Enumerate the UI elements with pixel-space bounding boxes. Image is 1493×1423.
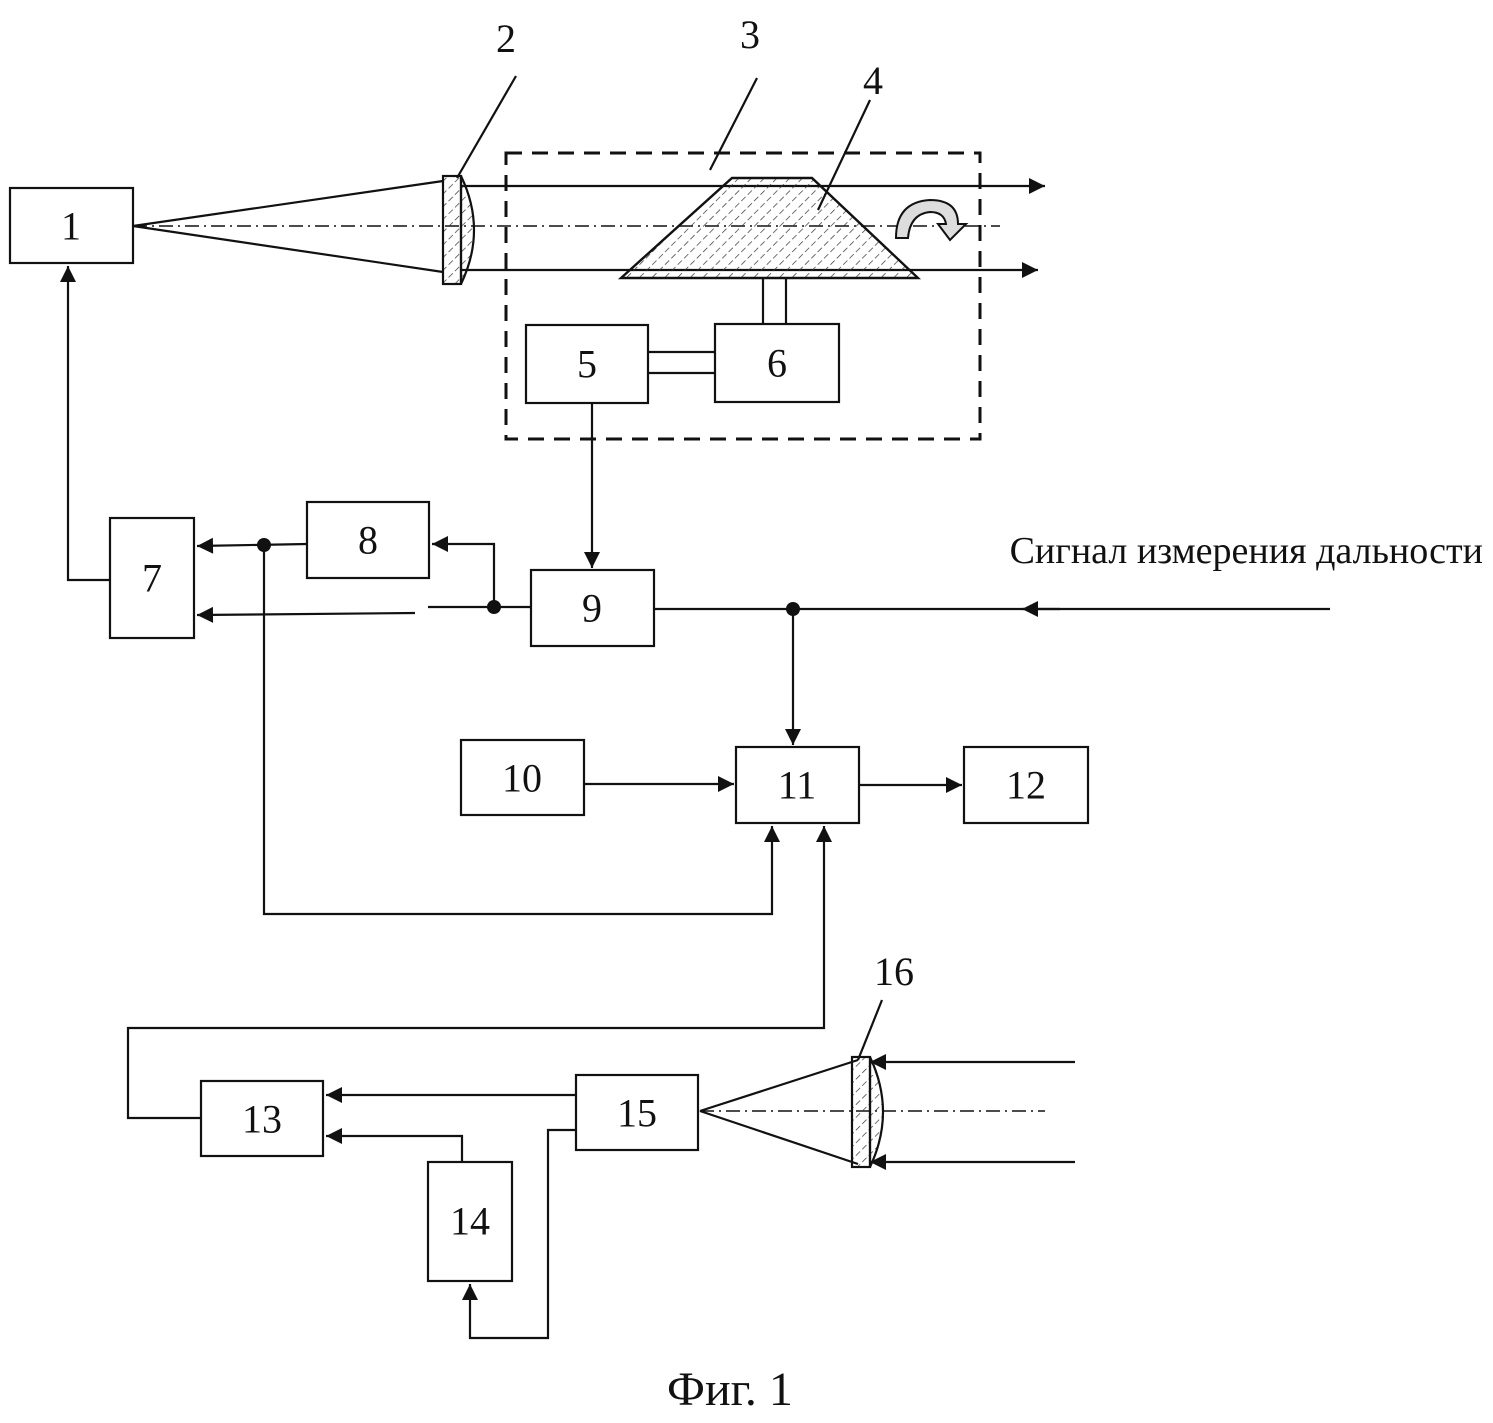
- rotation-arrow-icon: [896, 200, 966, 240]
- block-5: 5: [526, 325, 648, 403]
- block-8: 8: [307, 502, 429, 578]
- callout-3: 3: [740, 12, 760, 57]
- wire-7-to-1: [68, 266, 110, 580]
- beam-lower: [133, 226, 443, 272]
- rx-beam-upper: [700, 1060, 858, 1111]
- block-15-label: 15: [617, 1091, 657, 1136]
- block-12: 12: [964, 747, 1088, 823]
- callout-16: 16: [874, 949, 914, 994]
- block-10: 10: [461, 740, 584, 815]
- block-13-label: 13: [242, 1097, 282, 1142]
- block-1-label: 1: [61, 204, 81, 249]
- rx-beam-lower: [700, 1111, 858, 1164]
- prism-4: [621, 178, 918, 278]
- lens-2: [443, 176, 474, 284]
- callout-3-leader: [710, 78, 757, 170]
- block-11-label: 11: [778, 763, 817, 808]
- block-10-label: 10: [502, 756, 542, 801]
- wire-14-to-13: [326, 1136, 462, 1162]
- wire-13-to-11: [128, 826, 824, 1118]
- block-7: 7: [110, 518, 194, 638]
- wire-9-to-8: [432, 544, 494, 607]
- block-8-label: 8: [358, 518, 378, 563]
- wire-8-to-7: [197, 544, 307, 546]
- block-13: 13: [201, 1081, 323, 1156]
- beam-upper: [133, 181, 443, 226]
- block-9-label: 9: [582, 586, 602, 631]
- block-6-label: 6: [767, 341, 787, 386]
- block-7-label: 7: [142, 556, 162, 601]
- callout-2: 2: [496, 16, 516, 61]
- block-1: 1: [10, 188, 133, 263]
- wire-9-to-7-end: [197, 613, 415, 615]
- block-15: 15: [576, 1075, 698, 1150]
- callout-4: 4: [863, 58, 883, 103]
- callout-4-leader: [818, 100, 870, 210]
- block-9: 9: [531, 570, 654, 646]
- figure-caption: Фиг. 1: [667, 1363, 793, 1416]
- wire-8-to-11: [264, 545, 772, 914]
- callout-16-leader: [858, 1000, 882, 1060]
- block-6: 6: [715, 324, 839, 402]
- block-11: 11: [736, 747, 859, 823]
- block-5-label: 5: [577, 342, 597, 387]
- junction-9: [487, 600, 501, 614]
- block-12-label: 12: [1006, 763, 1046, 808]
- block-14: 14: [428, 1162, 512, 1281]
- lens-16: [852, 1057, 883, 1167]
- input-signal-label: Сигнал измерения дальности: [1010, 530, 1483, 572]
- block-14-label: 14: [450, 1199, 490, 1244]
